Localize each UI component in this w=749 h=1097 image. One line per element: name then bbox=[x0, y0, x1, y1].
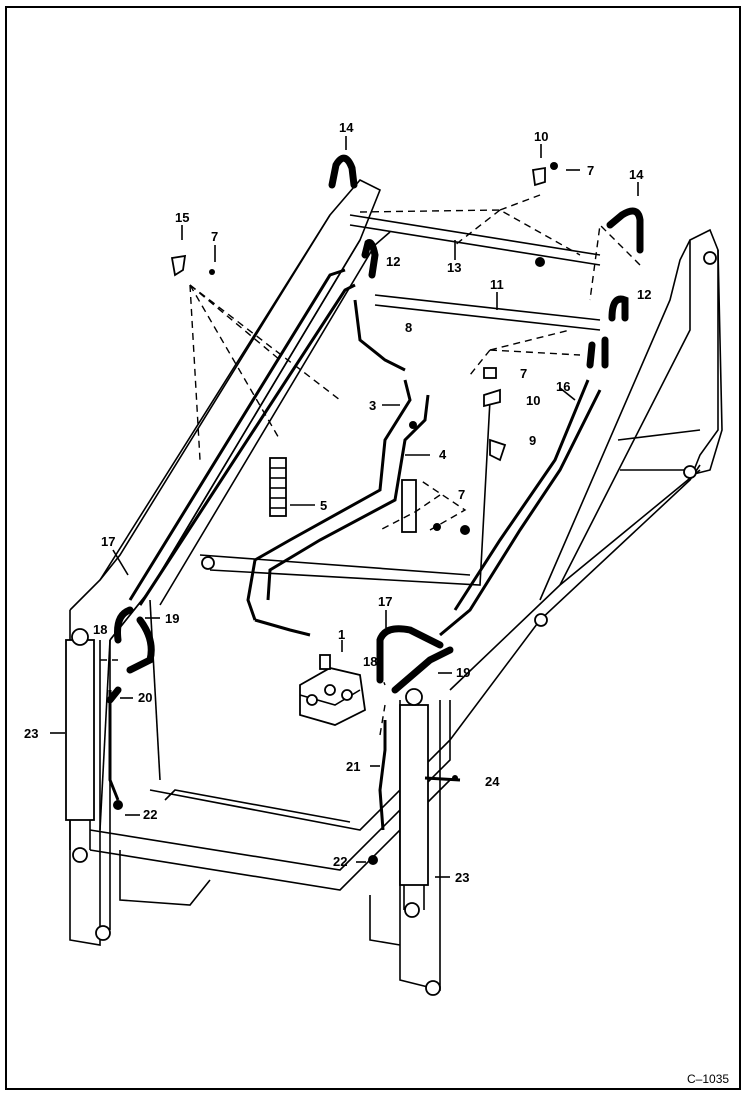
figure-reference: C–1035 bbox=[687, 1072, 729, 1086]
callout-22-right: 22 bbox=[333, 854, 347, 869]
callout-23-right: 23 bbox=[455, 870, 469, 885]
callout-1: 1 bbox=[338, 627, 345, 642]
hoses bbox=[106, 154, 644, 704]
callout-3: 3 bbox=[369, 398, 376, 413]
callout-18-left: 18 bbox=[93, 622, 107, 637]
callout-9: 9 bbox=[529, 433, 536, 448]
clamp-plate bbox=[170, 166, 546, 533]
callout-14-left: 14 bbox=[339, 120, 354, 135]
callout-12-left: 12 bbox=[386, 254, 400, 269]
callout-18-right: 18 bbox=[363, 654, 377, 669]
callout-7-top: 7 bbox=[587, 163, 594, 178]
sheet-border bbox=[5, 6, 741, 1090]
callout-20: 20 bbox=[138, 690, 152, 705]
callout-23-left: 23 bbox=[24, 726, 38, 741]
callout-13: 13 bbox=[447, 260, 461, 275]
callout-8: 8 bbox=[405, 320, 412, 335]
loader-frame bbox=[69, 179, 723, 992]
callout-17-left: 17 bbox=[101, 534, 115, 549]
tube-clamp-block bbox=[269, 457, 287, 517]
callout-7-left: 7 bbox=[211, 229, 218, 244]
leader-lines bbox=[100, 194, 641, 736]
callout-10-mid: 10 bbox=[526, 393, 540, 408]
fittings bbox=[113, 162, 717, 865]
hydraulic-tubes bbox=[108, 268, 602, 831]
callout-19-left: 19 bbox=[165, 611, 179, 626]
right-cylinder bbox=[399, 688, 441, 996]
callout-12-right: 12 bbox=[637, 287, 651, 302]
callout-21: 21 bbox=[346, 759, 360, 774]
callout-7-lower: 7 bbox=[458, 487, 465, 502]
callout-19-right: 19 bbox=[456, 665, 470, 680]
left-cylinder bbox=[65, 628, 111, 941]
callout-7-mid: 7 bbox=[520, 366, 527, 381]
callout-16: 16 bbox=[556, 379, 570, 394]
callout-24: 24 bbox=[485, 774, 500, 789]
callout-15: 15 bbox=[175, 210, 189, 225]
callout-labels: 14 10 7 14 15 7 12 13 11 12 8 7 16 3 10 … bbox=[24, 120, 651, 885]
callout-5: 5 bbox=[320, 498, 327, 513]
callout-10-top: 10 bbox=[534, 129, 548, 144]
control-valve bbox=[299, 654, 366, 726]
callout-17-right: 17 bbox=[378, 594, 392, 609]
callout-4: 4 bbox=[439, 447, 447, 462]
callout-14-right: 14 bbox=[629, 167, 644, 182]
callout-11: 11 bbox=[490, 277, 504, 292]
callout-leaders bbox=[50, 136, 639, 878]
callout-22-left: 22 bbox=[143, 807, 157, 822]
